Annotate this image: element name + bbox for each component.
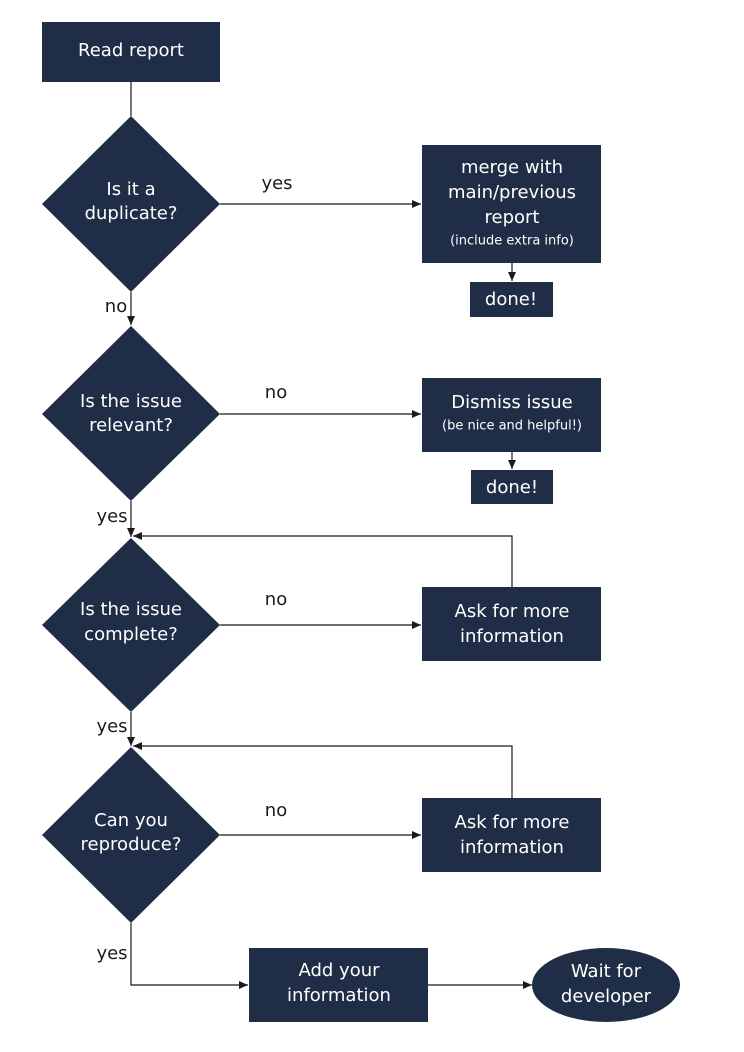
node-dismiss-sub: (be nice and helpful!) xyxy=(442,419,582,434)
node-ask-info-1: Ask for more information xyxy=(422,587,601,661)
node-read-report: Read report xyxy=(42,22,220,82)
decision-duplicate: Is it a duplicate? xyxy=(42,116,220,292)
decision-relevant: Is the issue relevant? xyxy=(42,326,220,501)
decision-duplicate-line2: duplicate? xyxy=(85,203,178,224)
node-done-2: done! xyxy=(471,470,553,504)
decision-complete-line1: Is the issue xyxy=(80,599,182,620)
decision-relevant-line2: relevant? xyxy=(89,415,173,436)
node-merge: merge with main/previous report (include… xyxy=(422,145,601,263)
node-wait-developer-line2: developer xyxy=(561,986,652,1007)
node-wait-developer: Wait for developer xyxy=(532,948,680,1022)
edge-label-duplicate-yes: yes xyxy=(261,173,292,194)
decision-relevant-line1: Is the issue xyxy=(80,391,182,412)
edge-labels: yes no no yes no yes no yes xyxy=(96,173,292,964)
decision-reproduce-line1: Can you xyxy=(94,810,168,831)
node-done-1-label: done! xyxy=(485,289,537,310)
edge-label-reproduce-yes: yes xyxy=(96,943,127,964)
node-add-info-line2: information xyxy=(287,985,391,1006)
edge-label-duplicate-no: no xyxy=(105,296,127,317)
edge-label-relevant-yes: yes xyxy=(96,506,127,527)
node-merge-line1: merge with xyxy=(461,157,563,178)
node-wait-developer-line1: Wait for xyxy=(571,961,642,982)
node-done-2-label: done! xyxy=(486,477,538,498)
edge-label-relevant-no: no xyxy=(265,382,287,403)
node-ask-info-2: Ask for more information xyxy=(422,798,601,872)
node-read-report-label: Read report xyxy=(78,40,184,61)
decision-reproduce-line2: reproduce? xyxy=(81,834,182,855)
node-merge-line3: report xyxy=(485,207,540,228)
decision-duplicate-line1: Is it a xyxy=(106,179,155,200)
node-dismiss: Dismiss issue (be nice and helpful!) xyxy=(422,378,601,452)
node-add-info: Add your information xyxy=(249,948,428,1022)
node-add-info-line1: Add your xyxy=(298,960,380,981)
decision-complete: Is the issue complete? xyxy=(42,538,220,712)
edge-reproduce-yes xyxy=(130,923,248,989)
node-ask-info-2-line1: Ask for more xyxy=(455,812,570,833)
decision-complete-line2: complete? xyxy=(84,624,178,645)
node-merge-line2: main/previous xyxy=(448,182,576,203)
edge-label-complete-yes: yes xyxy=(96,716,127,737)
node-done-1: done! xyxy=(470,282,553,317)
decision-reproduce: Can you reproduce? xyxy=(42,747,220,923)
node-merge-sub: (include extra info) xyxy=(450,234,574,249)
node-ask-info-1-line2: information xyxy=(460,626,564,647)
edges xyxy=(127,82,532,989)
edge-label-complete-no: no xyxy=(265,589,287,610)
edge-ask-info-2-loop xyxy=(133,742,513,798)
node-ask-info-1-line1: Ask for more xyxy=(455,601,570,622)
node-ask-info-2-line2: information xyxy=(460,837,564,858)
node-dismiss-line1: Dismiss issue xyxy=(451,392,573,413)
edge-ask-info-1-loop xyxy=(133,532,513,587)
edge-label-reproduce-no: no xyxy=(265,800,287,821)
